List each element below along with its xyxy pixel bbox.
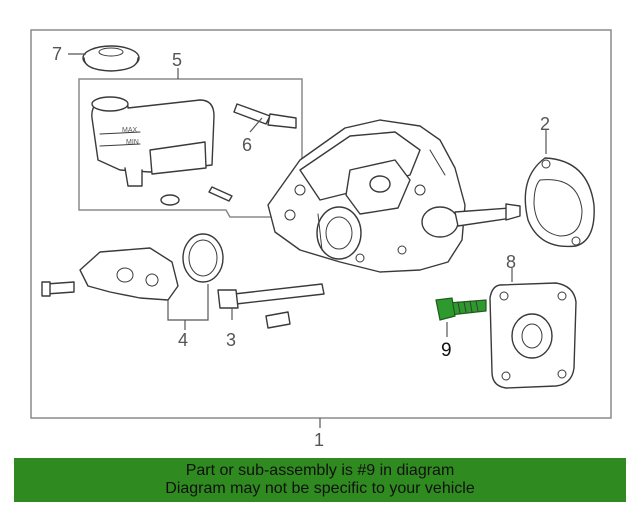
- long-bolt-part[interactable]: [217, 283, 325, 309]
- callout-8: 8: [506, 252, 516, 272]
- reservoir-cap-part[interactable]: [82, 45, 140, 72]
- brake-booster-assembly-part[interactable]: [267, 119, 521, 273]
- callout-6: 6: [242, 135, 252, 155]
- info-banner: Part or sub-assembly is #9 in diagram Di…: [14, 458, 626, 502]
- highlighted-bolt-part[interactable]: [435, 297, 487, 321]
- callout-3: 3: [226, 330, 236, 350]
- callout-1: 1: [314, 430, 324, 450]
- leader-lines: [68, 53, 547, 428]
- adapter-plate-part[interactable]: [489, 282, 577, 389]
- callout-2: 2: [540, 114, 550, 134]
- callout-4: 4: [178, 330, 188, 350]
- banner-line-2: Diagram may not be specific to your vehi…: [165, 480, 475, 497]
- clip-part[interactable]: [265, 311, 291, 329]
- reservoir-max-mark: MAX: [122, 127, 138, 134]
- callout-7: 7: [52, 44, 62, 64]
- master-cylinder-part[interactable]: [79, 247, 179, 301]
- seal-ring-part[interactable]: [182, 233, 224, 283]
- master-cylinder-bolt-part[interactable]: [41, 281, 75, 297]
- reservoir-bolt-part[interactable]: [208, 186, 233, 202]
- reservoir-min-mark: MIN: [126, 139, 139, 146]
- gasket-plate-part[interactable]: [524, 157, 595, 248]
- callout-9: 9: [441, 340, 452, 361]
- banner-line-1: Part or sub-assembly is #9 in diagram: [185, 462, 455, 479]
- callout-5: 5: [172, 50, 182, 70]
- master-cylinder-reservoir-part[interactable]: MAX MIN: [91, 96, 215, 206]
